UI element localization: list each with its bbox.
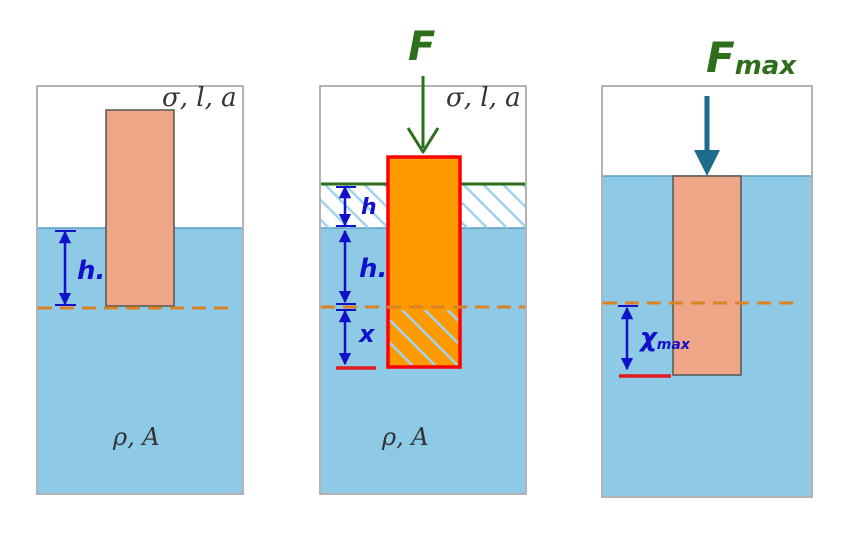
h-label: h bbox=[361, 195, 377, 220]
fluid-label-2: ρ, A bbox=[381, 423, 429, 451]
panel-2-pressed-state: h h. x F σ, l, a ρ, A bbox=[319, 24, 527, 495]
xmax-symbol: χ bbox=[638, 323, 659, 353]
h0-label: h. bbox=[77, 256, 105, 286]
floating-block-1 bbox=[105, 109, 175, 307]
max-force-label: Fmax bbox=[706, 33, 797, 82]
panel-1-initial-state: h. σ, l, a ρ, A bbox=[36, 83, 244, 495]
force-arrow-head bbox=[406, 127, 440, 154]
max-force-arrow-head bbox=[694, 150, 720, 176]
params-label-2: σ, l, a bbox=[446, 83, 521, 113]
h0-label-2: h. bbox=[359, 254, 387, 284]
fluid-label-1: ρ, A bbox=[112, 423, 160, 451]
xmax-label: χmax bbox=[638, 323, 691, 353]
panel-3-max-state: χmax Fmax bbox=[601, 33, 813, 498]
block-extra-submerged-hatch bbox=[390, 310, 458, 365]
max-force-symbol: F bbox=[706, 33, 735, 82]
xmax-subscript: max bbox=[657, 337, 691, 353]
force-label: F bbox=[408, 24, 435, 70]
max-force-subscript: max bbox=[735, 51, 798, 81]
params-label-1: σ, l, a bbox=[162, 83, 237, 113]
submerged-block-3 bbox=[672, 175, 742, 376]
x-label: x bbox=[358, 320, 376, 348]
